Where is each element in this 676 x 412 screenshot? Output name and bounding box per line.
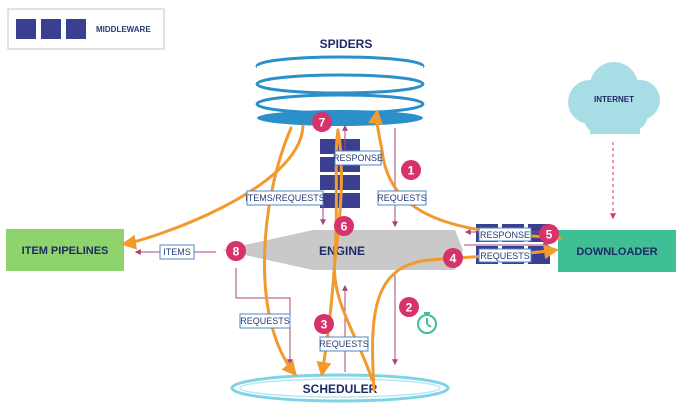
- requests-downloader-label: REQUESTS: [480, 251, 530, 261]
- svg-text:6: 6: [341, 220, 348, 234]
- scheduler-ring: [230, 373, 450, 403]
- legend: MIDDLEWARE: [7, 8, 165, 50]
- response-downloader-label: RESPONSE: [480, 230, 530, 240]
- step-badge-6: [334, 216, 354, 236]
- items-requests-label: ITEMS/REQUESTS: [245, 193, 325, 203]
- downloader-box: [558, 230, 676, 272]
- step-badge-5: [539, 224, 559, 244]
- step-badges: 1 2 3 4 5 6 7 8: [226, 112, 559, 334]
- svg-text:5: 5: [546, 228, 553, 242]
- svg-text:8: 8: [233, 245, 240, 259]
- step-badge-4: [443, 248, 463, 268]
- svg-text:7: 7: [319, 116, 326, 130]
- svg-text:3: 3: [321, 318, 328, 332]
- middleware-swatch-1: [16, 19, 36, 39]
- requests-left-label: REQUESTS: [240, 316, 290, 326]
- item-pipelines-label: ITEM PIPELINES: [22, 245, 109, 257]
- middleware-swatch-3: [66, 19, 86, 39]
- middleware-swatch-2: [41, 19, 61, 39]
- flow-labels: RESPONSE ITEMS/REQUESTS REQUESTS ITEMS R…: [159, 150, 532, 352]
- step-badge-3: [314, 314, 334, 334]
- svg-text:4: 4: [450, 252, 457, 266]
- svg-text:2: 2: [406, 301, 413, 315]
- item-pipelines-box: [6, 229, 124, 271]
- step-badge-7: [312, 112, 332, 132]
- svg-text:1: 1: [408, 164, 415, 178]
- internet-cloud: [568, 62, 660, 134]
- internet-label: INTERNET: [594, 95, 634, 104]
- engine-label: ENGINE: [319, 244, 365, 258]
- requests-sched-label: REQUESTS: [319, 339, 369, 349]
- legend-label: MIDDLEWARE: [96, 25, 151, 34]
- spiders-discs: [255, 55, 425, 126]
- scheduler-label: SCHEDULER: [303, 382, 378, 396]
- response-spider-label: RESPONSE: [333, 153, 383, 163]
- step-badge-1: [401, 160, 421, 180]
- items-label: ITEMS: [163, 247, 191, 257]
- engine-shape: [222, 230, 463, 270]
- step-badge-8: [226, 241, 246, 261]
- spiders-label: SPIDERS: [320, 37, 373, 51]
- timer-icon: [417, 312, 437, 334]
- step-badge-2: [399, 297, 419, 317]
- requests-spider-label: REQUESTS: [377, 193, 427, 203]
- downloader-label: DOWNLOADER: [576, 246, 657, 258]
